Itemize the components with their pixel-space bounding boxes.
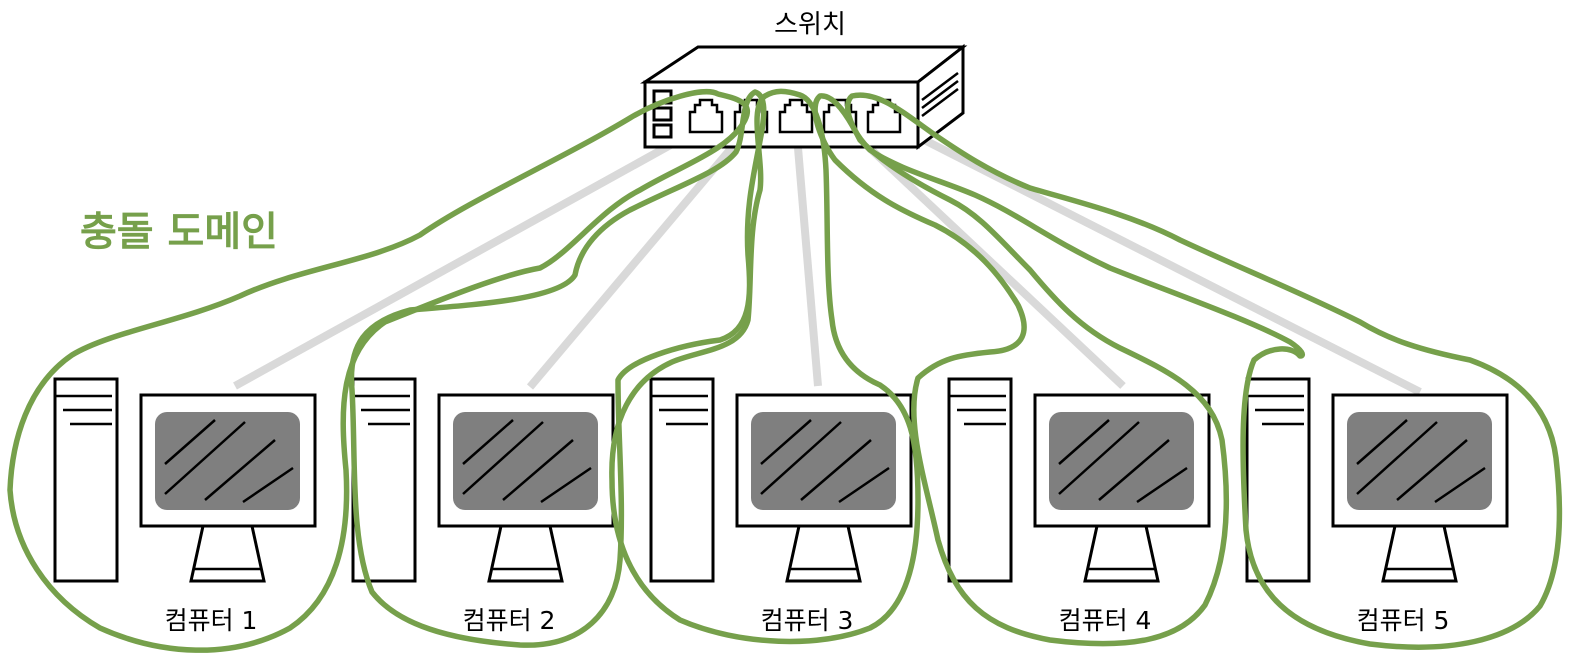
monitor-screen bbox=[751, 412, 896, 510]
desktop-computer-icon bbox=[649, 377, 913, 583]
desktop-computer-icon bbox=[947, 377, 1211, 583]
computer-tower bbox=[351, 377, 417, 583]
collision-domain-loop-1 bbox=[7, 88, 750, 653]
computer-1: 컴퓨터 1 bbox=[53, 377, 317, 635]
monitor-stand bbox=[785, 524, 862, 583]
computer-4: 컴퓨터 4 bbox=[947, 377, 1211, 635]
monitor-stand bbox=[189, 524, 266, 583]
collision-domain-loops bbox=[7, 88, 1563, 653]
switch-label: 스위치 bbox=[774, 10, 846, 40]
computer-label: 컴퓨터 3 bbox=[761, 606, 854, 635]
monitor-screen bbox=[1049, 412, 1194, 510]
desktop-computer-icon bbox=[351, 377, 615, 583]
monitor-screen bbox=[155, 412, 300, 510]
computer-tower bbox=[649, 377, 715, 583]
collision-domain-loop-3 bbox=[609, 88, 921, 645]
collision-domain-loop-4 bbox=[812, 93, 1229, 647]
computer-tower bbox=[1245, 377, 1311, 583]
cable-3 bbox=[792, 123, 822, 387]
collision-domain-label: 충돌 도메인 bbox=[80, 209, 278, 255]
computer-2: 컴퓨터 2 bbox=[351, 377, 615, 635]
monitor-screen bbox=[1347, 412, 1492, 510]
cable-5 bbox=[883, 116, 1422, 396]
monitor-stand bbox=[1381, 524, 1458, 583]
computer-label: 컴퓨터 5 bbox=[1357, 606, 1450, 635]
computer-tower bbox=[53, 377, 119, 583]
cable-1 bbox=[233, 118, 714, 390]
monitor-screen bbox=[453, 412, 598, 510]
status-light bbox=[652, 123, 673, 139]
desktop-computer-icon bbox=[53, 377, 317, 583]
desktop-computer-icon bbox=[1245, 377, 1509, 583]
computer-label: 컴퓨터 4 bbox=[1059, 606, 1152, 635]
computer-5: 컴퓨터 5 bbox=[1245, 377, 1509, 635]
collision-domain-loop-5 bbox=[845, 92, 1563, 650]
ethernet-port-icon bbox=[778, 98, 814, 134]
status-light bbox=[652, 106, 673, 122]
computer-3: 컴퓨터 3 bbox=[649, 377, 913, 635]
computer-label: 컴퓨터 2 bbox=[463, 606, 556, 635]
computers: 컴퓨터 1 컴퓨터 2 컴퓨터 3 컴퓨터 4 컴퓨터 5 bbox=[53, 377, 1509, 635]
computer-tower bbox=[947, 377, 1013, 583]
computer-label: 컴퓨터 1 bbox=[165, 606, 258, 635]
monitor-stand bbox=[487, 524, 564, 583]
monitor-stand bbox=[1083, 524, 1160, 583]
ethernet-port-icon bbox=[688, 98, 724, 134]
